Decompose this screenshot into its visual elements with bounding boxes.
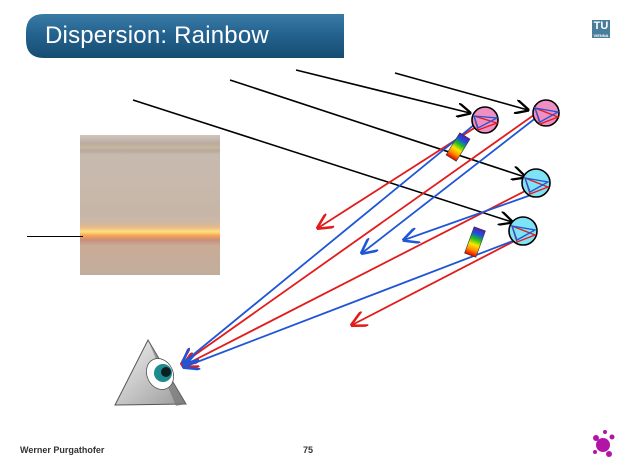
- slide-title: Dispersion: Rainbow: [45, 22, 269, 49]
- paint-splash-logo-icon: [593, 430, 615, 457]
- tu-vienna-logo-icon: TU VIENNA: [590, 18, 612, 40]
- footer-author: Werner Purgathofer: [20, 445, 105, 455]
- raindrop-cyan: [508, 216, 538, 246]
- red-ray: [352, 234, 527, 325]
- eye-icon: [114, 338, 187, 406]
- spectrum-band-icon: [464, 226, 486, 258]
- raindrop-cyan: [521, 168, 551, 198]
- blue-ray: [404, 194, 532, 240]
- blue-ray: [183, 119, 481, 363]
- red-ray: [182, 104, 549, 364]
- blue-ray: [362, 109, 547, 253]
- sunlight-ray: [394, 72, 528, 110]
- logo-text: TU: [593, 20, 609, 32]
- sunlight-ray: [295, 69, 470, 113]
- sunlight-ray: [229, 79, 525, 177]
- blue-ray: [184, 238, 519, 367]
- sunlight-ray: [132, 99, 512, 222]
- title-bar: [0, 0, 625, 62]
- logo-subtext: VIENNA: [593, 33, 609, 38]
- red-ray: [183, 186, 534, 366]
- photo-pointer-line: [27, 236, 83, 237]
- raindrop-pink: [532, 99, 560, 127]
- spectrum-band-icon: [445, 132, 471, 162]
- raindrop-pink: [471, 106, 500, 134]
- rainbow-photo: [80, 135, 220, 275]
- footer-page-number: 75: [303, 445, 314, 455]
